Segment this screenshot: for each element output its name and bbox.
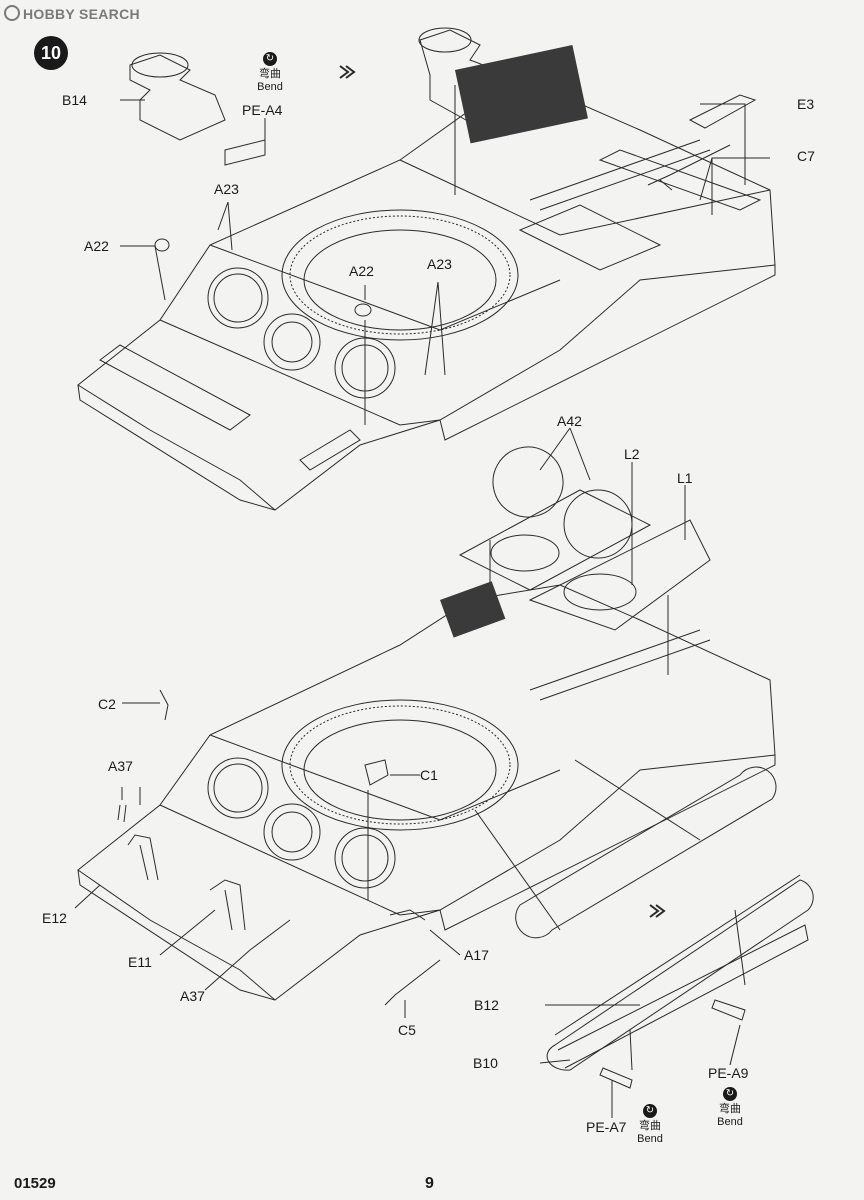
label-a37-left: A37 (108, 758, 133, 774)
label-c5: C5 (398, 1022, 416, 1038)
label-e11: E11 (128, 954, 152, 970)
bend-icon: ↻ (723, 1087, 737, 1101)
bend-indicator-pea7: ↻ 弯曲 Bend (637, 1104, 663, 1145)
hull-top-drawing (77, 27, 776, 511)
step-number-badge: 10 (34, 36, 68, 70)
label-e12: E12 (42, 910, 67, 926)
label-a23-mid: A23 (427, 256, 452, 272)
label-b14: B14 (62, 92, 87, 108)
label-a23-top: A23 (214, 181, 239, 197)
label-c1: C1 (420, 767, 438, 783)
label-a22-left: A22 (84, 238, 109, 254)
product-code: 01529 (14, 1175, 56, 1192)
bend-icon: ↻ (643, 1104, 657, 1118)
label-a42: A42 (557, 413, 582, 429)
label-pe-a4: PE-A4 (242, 102, 283, 118)
hobbysearch-logo-icon (4, 5, 20, 21)
label-e3: E3 (797, 96, 815, 112)
page-number: 9 (425, 1175, 434, 1192)
label-l1: L1 (677, 470, 693, 486)
label-a17: A17 (464, 947, 489, 963)
bend-indicator-pea4: ↻ 弯曲 Bend (257, 52, 283, 93)
label-a22-mid: A22 (349, 263, 374, 279)
label-b10: B10 (473, 1055, 498, 1071)
label-b12: B12 (474, 997, 499, 1013)
hatch-plates-drawing (458, 427, 711, 675)
label-c7: C7 (797, 148, 815, 164)
hull-bottom-drawing (74, 65, 814, 1118)
bend-icon: ↻ (263, 52, 277, 66)
watermark-logo: HOBBY SEARCH (4, 5, 140, 22)
label-l2: L2 (624, 446, 640, 462)
label-c2: C2 (98, 696, 116, 712)
label-a37-bottom: A37 (180, 988, 205, 1004)
label-pe-a7: PE-A7 (586, 1119, 627, 1135)
bend-indicator-pea9: ↻ 弯曲 Bend (717, 1087, 743, 1128)
label-pe-a9: PE-A9 (708, 1065, 749, 1081)
